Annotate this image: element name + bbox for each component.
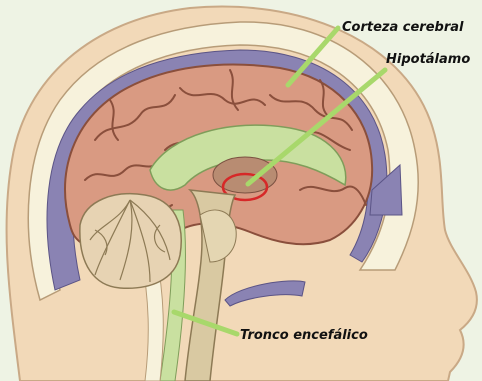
label-tronco-encefalico: Tronco encefálico (240, 328, 368, 343)
label-hipotalamo: Hipotálamo (386, 52, 470, 67)
label-corteza-cerebral: Corteza cerebral (342, 20, 463, 35)
